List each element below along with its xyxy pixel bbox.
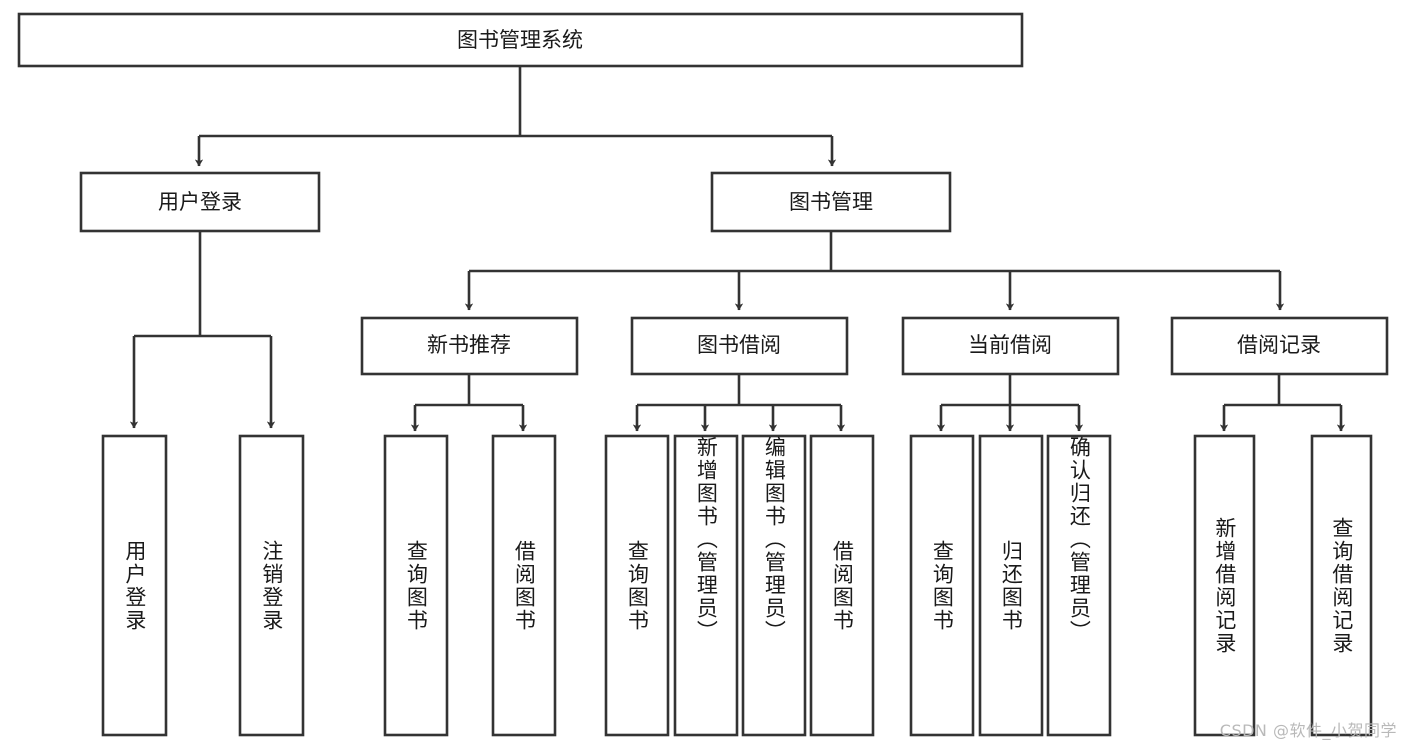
node-root[interactable]: 图书管理系统	[17, 12, 1024, 68]
connector-root-to-level2	[194, 66, 837, 167]
leaf-box-add-book[interactable]	[673, 434, 739, 737]
leaf-box-confirm-return[interactable]	[1046, 434, 1112, 737]
node-book-borrow-label: 图书借阅	[697, 333, 781, 357]
node-new-book-recommend-label: 新书推荐	[427, 333, 511, 357]
node-current-borrow-label: 当前借阅	[968, 333, 1052, 357]
node-root-label: 图书管理系统	[457, 28, 583, 52]
node-user-login-label: 用户登录	[158, 190, 242, 214]
node-book-borrow[interactable]: 图书借阅	[630, 316, 849, 376]
node-borrow-record-label: 借阅记录	[1237, 333, 1321, 357]
leaf-box-query-record[interactable]	[1310, 434, 1373, 737]
leaf-box-query-book-3[interactable]	[909, 434, 975, 737]
leaf-box-return-book[interactable]	[978, 434, 1044, 737]
node-new-book-recommend[interactable]: 新书推荐	[360, 316, 579, 376]
node-new-book-recommend-box	[360, 316, 579, 376]
leaf-box-add-record[interactable]	[1193, 434, 1256, 737]
leaf-box-edit-book[interactable]	[741, 434, 807, 737]
connector-book-manage-to-level3	[464, 231, 1285, 311]
connector-new-book-recommend-to-leaves	[410, 374, 528, 432]
connector-current-borrow-to-leaves	[936, 374, 1084, 432]
leaf-box-logout[interactable]	[238, 434, 305, 737]
node-borrow-record[interactable]: 借阅记录	[1170, 316, 1389, 376]
csdn-watermark: CSDN @软件_小贺同学	[1219, 721, 1397, 740]
node-current-borrow[interactable]: 当前借阅	[901, 316, 1120, 376]
node-user-login[interactable]: 用户登录	[79, 171, 321, 233]
node-current-borrow-box	[901, 316, 1120, 376]
node-book-manage[interactable]: 图书管理	[710, 171, 952, 233]
connector-borrow-record-to-leaves	[1219, 374, 1346, 432]
node-root-box	[17, 12, 1024, 68]
leaf-box-user-login[interactable]	[101, 434, 168, 737]
node-book-manage-label: 图书管理	[789, 190, 873, 214]
node-user-login-box	[79, 171, 321, 233]
leaf-box-borrow-book-2[interactable]	[809, 434, 875, 737]
connector-user-login-to-leaves	[129, 231, 276, 429]
leaf-box-query-book-1[interactable]	[383, 434, 449, 737]
leaf-box-borrow-book-1[interactable]	[491, 434, 557, 737]
leaf-box-query-book-2[interactable]	[604, 434, 670, 737]
connector-book-borrow-to-leaves	[632, 374, 846, 432]
